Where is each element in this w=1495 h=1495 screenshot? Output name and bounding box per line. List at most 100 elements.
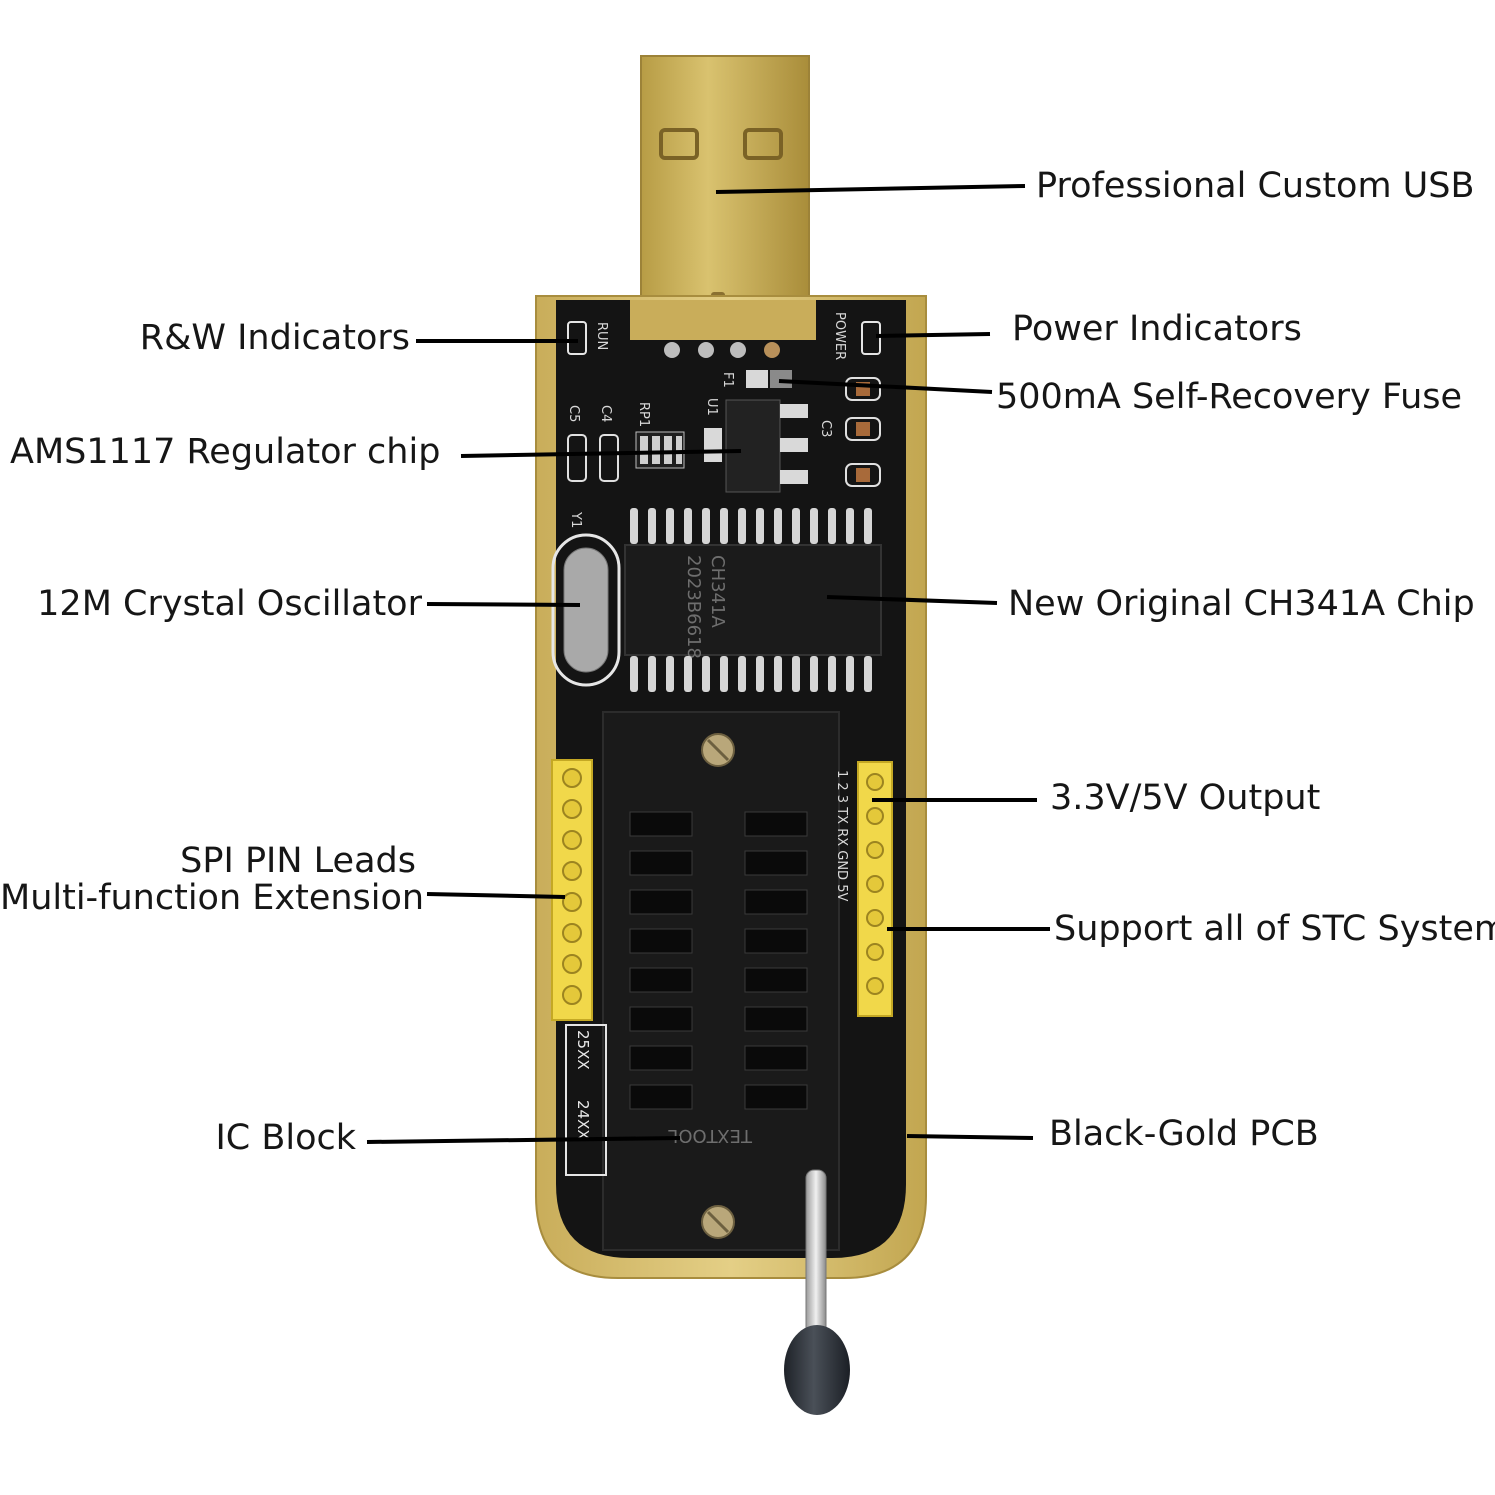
chip-pin-top xyxy=(666,508,674,544)
chip-pin-bottom xyxy=(828,656,836,692)
rp1-silk: RP1 xyxy=(636,402,651,427)
label-spi-line2: Multi-function Extension xyxy=(0,878,425,918)
regulator-chip: U1 xyxy=(704,398,808,493)
socket-slot-left xyxy=(629,967,693,993)
label-stc: Support all of STC System xyxy=(1054,909,1495,949)
header-pin xyxy=(866,943,884,961)
pin-labels-silk: 1 2 3 TX RX GND 5V xyxy=(834,770,849,901)
header-pin xyxy=(562,954,582,974)
leader-fuse xyxy=(778,379,993,394)
socket-slot-left xyxy=(629,889,693,915)
header-pin xyxy=(866,977,884,995)
leader-crystal xyxy=(426,602,581,607)
socket-slot-right xyxy=(744,928,808,954)
header-pin xyxy=(562,861,582,881)
header-pin xyxy=(866,909,884,927)
label-output: 3.3V/5V Output xyxy=(1050,778,1321,818)
label-rw-indicators: R&W Indicators xyxy=(139,318,410,358)
label-fuse: 500mA Self-Recovery Fuse xyxy=(996,377,1463,417)
c4-silk: C4 xyxy=(598,405,613,422)
leader-regulator xyxy=(460,449,742,458)
leader-pcb xyxy=(906,1134,1034,1140)
flash-25xx-silk: 25XX xyxy=(574,1030,592,1070)
usb-connector xyxy=(640,55,810,342)
flash-24xx-silk: 24XX xyxy=(574,1100,592,1140)
spi-pin-header xyxy=(551,759,593,1021)
chip-pin-top xyxy=(702,508,710,544)
chip-pin-top xyxy=(738,508,746,544)
chip-pin-bottom xyxy=(810,656,818,692)
socket-lever xyxy=(784,1169,850,1415)
chip-marking-2: 2023B6618 xyxy=(683,555,704,659)
socket-marking: TEXTOOL xyxy=(668,1125,753,1146)
label-regulator: AMS1117 Regulator chip xyxy=(10,432,441,472)
header-pin xyxy=(866,875,884,893)
header-pin xyxy=(562,799,582,819)
crystal-oscillator: Y1 xyxy=(551,511,621,687)
capacitors-left: C5 C4 xyxy=(566,405,619,482)
socket-slot-left xyxy=(629,1006,693,1032)
socket-slot-right xyxy=(744,1006,808,1032)
header-pin xyxy=(866,807,884,825)
leader-power xyxy=(875,332,991,338)
leader-lines xyxy=(366,184,1050,1144)
chip-pin-top xyxy=(756,508,764,544)
chip-pin-top xyxy=(792,508,800,544)
chip-pin-bottom xyxy=(666,656,674,692)
chip-pin-top xyxy=(846,508,854,544)
socket-slot-left xyxy=(629,1084,693,1110)
chip-pin-bottom xyxy=(738,656,746,692)
socket-slot-left xyxy=(629,928,693,954)
c5-silk: C5 xyxy=(566,405,581,422)
chip-pin-top xyxy=(648,508,656,544)
chip-marking-1: CH341A xyxy=(707,555,728,628)
fuse: F1 xyxy=(720,370,792,388)
header-pin xyxy=(866,773,884,791)
run-silk: RUN xyxy=(594,322,609,350)
chip-pin-bottom xyxy=(864,656,872,692)
chip-pin-top xyxy=(810,508,818,544)
chip-pin-top xyxy=(864,508,872,544)
label-spi-line1: SPI PIN Leads xyxy=(180,841,416,881)
rp1-resistor-pack: RP1 xyxy=(635,402,685,469)
power-led: POWER xyxy=(832,312,881,360)
socket-slot-left xyxy=(629,1045,693,1071)
label-ch341a: New Original CH341A Chip xyxy=(1008,584,1475,624)
header-pin xyxy=(562,985,582,1005)
label-pcb: Black-Gold PCB xyxy=(1049,1114,1319,1154)
leader-usb xyxy=(715,184,1026,194)
socket-slot-right xyxy=(744,811,808,837)
leader-spi xyxy=(426,892,566,899)
flash-type-marking: 25XX 24XX xyxy=(565,1024,607,1176)
header-pin xyxy=(562,892,582,912)
socket-slot-right xyxy=(744,967,808,993)
chip-pin-bottom xyxy=(846,656,854,692)
header-pin xyxy=(562,768,582,788)
stc-pin-header: 1 2 3 TX RX GND 5V xyxy=(834,761,893,1017)
chip-pin-bottom xyxy=(630,656,638,692)
socket-slot-left xyxy=(629,850,693,876)
f1-silk: F1 xyxy=(720,372,735,388)
leader-ch341a xyxy=(826,595,998,605)
ch341a-chip: CH341A 2023B6618 xyxy=(624,508,882,692)
zif-socket: TEXTOOL xyxy=(602,711,840,1251)
socket-slot-left xyxy=(629,811,693,837)
chip-pin-bottom xyxy=(774,656,782,692)
chip-pin-bottom xyxy=(702,656,710,692)
u1-silk: U1 xyxy=(704,398,719,416)
label-usb: Professional Custom USB xyxy=(1036,166,1475,206)
chip-pin-bottom xyxy=(648,656,656,692)
chip-pin-bottom xyxy=(720,656,728,692)
socket-slot-right xyxy=(744,1084,808,1110)
label-ic-block: IC Block xyxy=(215,1118,356,1158)
header-pin xyxy=(562,923,582,943)
chip-pin-bottom xyxy=(756,656,764,692)
header-pin xyxy=(866,841,884,859)
rw-led: RUN xyxy=(567,321,609,355)
chip-pin-top xyxy=(684,508,692,544)
chip-pin-top xyxy=(774,508,782,544)
socket-slot-right xyxy=(744,850,808,876)
socket-slot-right xyxy=(744,889,808,915)
